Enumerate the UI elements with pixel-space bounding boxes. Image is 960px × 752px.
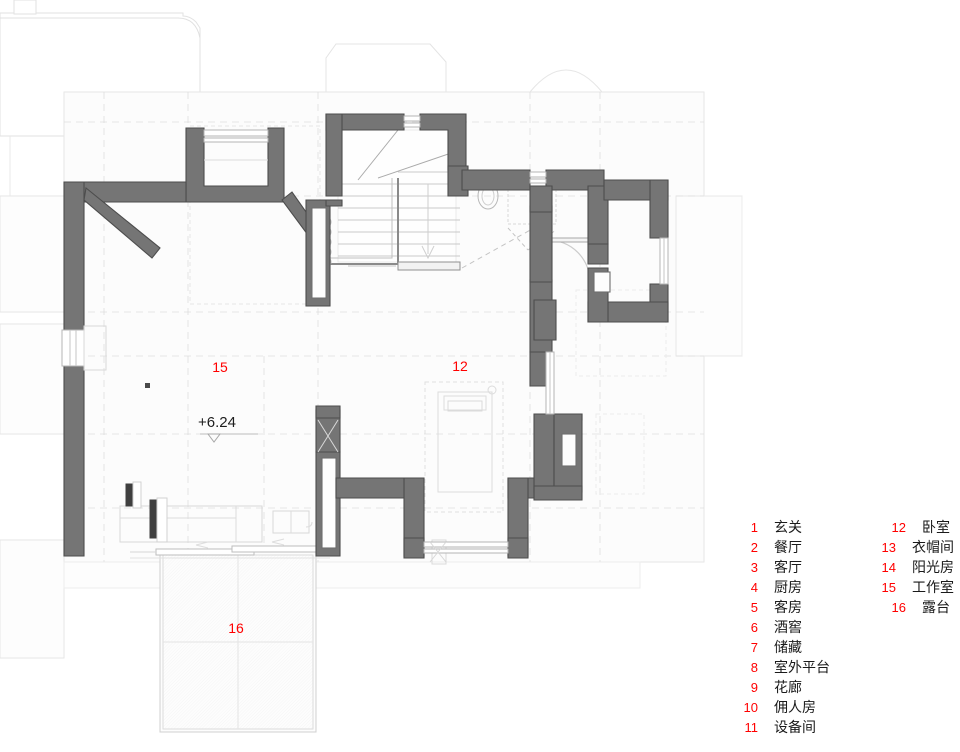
legend-label: 工作室 <box>912 580 954 596</box>
legend-item: 6 酒窖 <box>732 618 880 638</box>
legend-number: 6 <box>750 620 758 635</box>
legend-label: 露台 <box>922 600 950 616</box>
legend-item: 1 玄关 <box>732 518 880 538</box>
legend-item: 9 花廊 <box>732 678 880 698</box>
legend-label: 客厅 <box>774 560 802 576</box>
legend-column-2: 12 卧室 13 衣帽间 14 阳光房 15 工作室 16 露台 <box>880 518 954 748</box>
room-tag-12: 12 <box>452 358 468 374</box>
legend-number: 7 <box>750 640 758 655</box>
legend-label: 玄关 <box>774 520 802 536</box>
legend-label: 餐厅 <box>774 540 802 556</box>
ghost-context-outlines <box>0 0 743 659</box>
legend-label: 客房 <box>774 600 802 616</box>
elevation-marker: +6.24 <box>198 414 268 444</box>
opening-x-marks <box>317 419 447 563</box>
room-legend: 1 玄关 2 餐厅 3 客厅 4 厨房 5 客房 6 酒窖 <box>732 518 954 748</box>
elevation-value: +6.24 <box>198 414 236 431</box>
bed-furniture <box>424 381 504 513</box>
legend-item: 5 客房 <box>732 598 880 618</box>
legend-number: 14 <box>881 560 896 575</box>
legend-label: 厨房 <box>774 580 802 596</box>
legend-item: 10 佣人房 <box>732 698 880 718</box>
sliding-door-terrace <box>130 538 331 559</box>
legend-column-1: 1 玄关 2 餐厅 3 客厅 4 厨房 5 客房 6 酒窖 <box>732 518 880 748</box>
legend-number: 9 <box>750 680 758 695</box>
legend-number: 12 <box>891 520 906 535</box>
legend-item: 3 客厅 <box>732 558 880 578</box>
staircase <box>330 129 461 271</box>
legend-label: 花廊 <box>774 680 802 696</box>
legend-item: 16 露台 <box>880 598 954 618</box>
legend-number: 11 <box>744 720 759 735</box>
legend-item: 12 卧室 <box>880 518 954 538</box>
legend-label: 佣人房 <box>774 700 816 716</box>
legend-label: 设备间 <box>774 720 816 736</box>
room-tag-15: 15 <box>212 359 228 375</box>
terrace-16 <box>159 551 317 733</box>
legend-number: 10 <box>743 700 758 715</box>
legend-label: 卧室 <box>922 520 950 536</box>
legend-item: 14 阳光房 <box>880 558 954 578</box>
legend-label: 酒窖 <box>774 620 802 636</box>
legend-label: 储藏 <box>774 640 802 656</box>
legend-number: 8 <box>750 660 758 675</box>
level-triangle-icon <box>200 433 258 443</box>
window-openings <box>61 115 669 554</box>
legend-item: 8 室外平台 <box>732 658 880 678</box>
legend-item: 2 餐厅 <box>732 538 880 558</box>
legend-number: 3 <box>750 560 758 575</box>
legend-number: 13 <box>881 540 896 555</box>
legend-number: 15 <box>881 580 896 595</box>
legend-number: 2 <box>750 540 758 555</box>
legend-number: 4 <box>750 580 758 595</box>
room-tag-16: 16 <box>228 620 244 636</box>
legend-item: 15 工作室 <box>880 578 954 598</box>
legend-item: 4 厨房 <box>732 578 880 598</box>
legend-number: 5 <box>750 600 758 615</box>
legend-number: 16 <box>891 600 906 615</box>
walls <box>63 113 669 559</box>
legend-item: 11 设备间 <box>732 718 880 738</box>
legend-label: 室外平台 <box>774 660 830 676</box>
legend-label: 阳光房 <box>912 560 954 576</box>
legend-item: 7 储藏 <box>732 638 880 658</box>
legend-label: 衣帽间 <box>912 540 954 556</box>
legend-number: 1 <box>750 520 758 535</box>
legend-item: 13 衣帽间 <box>880 538 954 558</box>
